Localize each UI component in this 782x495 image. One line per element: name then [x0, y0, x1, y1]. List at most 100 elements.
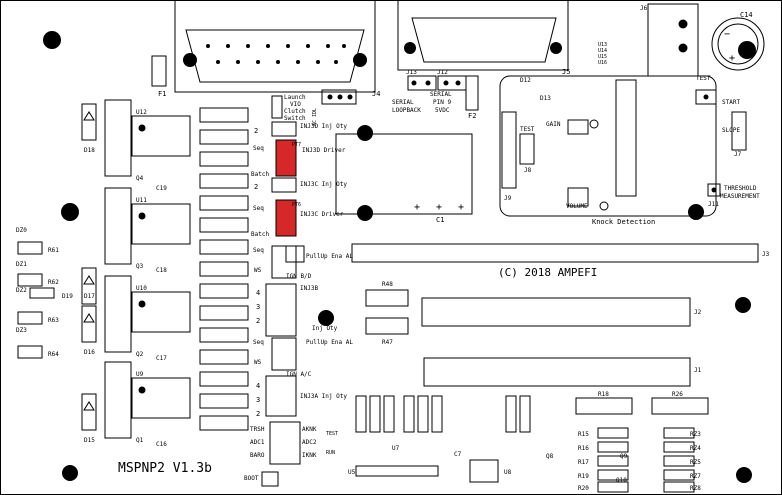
inj3d-label: INJ3D Inj Oty	[300, 123, 347, 130]
svg-text:D19: D19	[62, 293, 73, 300]
j12-label: J12	[437, 69, 448, 76]
svg-text:ADC2: ADC2	[302, 439, 317, 446]
svg-text:TEST: TEST	[520, 126, 535, 133]
svg-text:J9: J9	[504, 195, 512, 202]
svg-text:BARO: BARO	[250, 452, 265, 459]
board-name: MSPNP2 V1.3b	[118, 461, 212, 476]
svg-text:U12: U12	[136, 109, 147, 116]
inj3c-label: INJ3C Inj Oty	[300, 181, 347, 188]
svg-text:TEST: TEST	[696, 75, 711, 82]
svg-text:Seq: Seq	[253, 145, 264, 152]
svg-text:R19: R19	[578, 473, 589, 480]
svg-text:TEST: TEST	[326, 431, 338, 437]
svg-text:R62: R62	[48, 279, 59, 286]
svg-text:WS: WS	[254, 267, 262, 274]
serial-loopback-label: SERIAL	[392, 99, 414, 106]
svg-text:U5: U5	[348, 469, 356, 476]
svg-text:2: 2	[254, 127, 258, 135]
svg-text:PIN 9: PIN 9	[433, 99, 451, 106]
svg-text:TRSH: TRSH	[250, 426, 265, 433]
svg-text:SLOPE: SLOPE	[722, 127, 740, 134]
svg-text:R61: R61	[48, 247, 59, 254]
svg-text:R26: R26	[672, 391, 683, 398]
serial-pin9-label: SERIAL	[430, 91, 452, 98]
svg-text:START: START	[722, 99, 740, 106]
svg-text:RZ7: RZ7	[690, 473, 701, 480]
svg-text:LOOPBACK: LOOPBACK	[392, 107, 421, 114]
svg-text:U14: U14	[598, 48, 607, 54]
svg-text:DZ3: DZ3	[16, 327, 27, 334]
svg-text:RZ8: RZ8	[690, 485, 701, 492]
resistor-column	[199, 107, 249, 431]
db-connector-j4: J4	[174, 0, 380, 98]
svg-text:DZ1: DZ1	[16, 261, 27, 268]
mounting-holes	[43, 31, 756, 483]
svg-text:DZ0: DZ0	[16, 227, 27, 234]
svg-text:Q3: Q3	[136, 263, 144, 270]
j4-label: J4	[372, 90, 380, 98]
svg-text:IGN B/D: IGN B/D	[286, 273, 312, 280]
svg-text:PullUp Ena AL: PullUp Ena AL	[306, 339, 353, 346]
svg-text:IKNK: IKNK	[302, 452, 317, 459]
svg-text:J11: J11	[708, 201, 719, 208]
svg-text:VOLUME: VOLUME	[566, 203, 588, 210]
left-diodes	[81, 103, 97, 431]
svg-text:J7: J7	[734, 151, 742, 158]
svg-text:INJ3C Driver: INJ3C Driver	[300, 211, 344, 218]
svg-text:U7: U7	[392, 445, 400, 452]
jumper-headers	[261, 121, 305, 487]
svg-text:BOOT: BOOT	[244, 475, 259, 482]
svg-text:4: 4	[256, 382, 260, 390]
svg-text:DZ2: DZ2	[16, 287, 27, 294]
svg-text:D16: D16	[84, 349, 95, 356]
svg-text:R17: R17	[578, 459, 589, 466]
svg-text:J3: J3	[762, 251, 770, 258]
svg-text:Q10: Q10	[616, 477, 627, 484]
svg-text:C7: C7	[454, 451, 462, 458]
svg-text:Seq: Seq	[253, 205, 264, 212]
svg-text:J8: J8	[524, 167, 532, 174]
svg-text:ADC1: ADC1	[250, 439, 265, 446]
f2-label: F2	[468, 112, 476, 120]
svg-text:RUN: RUN	[326, 450, 335, 456]
svg-text:Clutch: Clutch	[284, 108, 306, 115]
svg-text:WS: WS	[254, 359, 262, 366]
svg-text:D17: D17	[84, 293, 95, 300]
svg-text:+: +	[436, 202, 442, 213]
svg-text:AC IDL: AC IDL	[312, 108, 318, 126]
svg-text:PullUp Ena AL: PullUp Ena AL	[306, 253, 353, 260]
c14-label: C14	[740, 11, 753, 19]
svg-text:5VDC: 5VDC	[435, 107, 450, 114]
svg-text:THRESHOLD: THRESHOLD	[724, 185, 757, 192]
svg-text:Q2: Q2	[136, 351, 144, 358]
launch-label: Launch	[284, 94, 306, 101]
svg-text:U9: U9	[136, 371, 144, 378]
svg-text:RZ4: RZ4	[690, 445, 701, 452]
svg-text:U11: U11	[136, 197, 147, 204]
svg-text:VIO: VIO	[290, 101, 301, 108]
svg-text:2: 2	[256, 410, 260, 418]
db-connector-j5: J5	[397, 0, 570, 76]
j3-pins	[358, 248, 754, 251]
svg-text:Batch: Batch	[251, 231, 269, 238]
svg-text:U10: U10	[136, 285, 147, 292]
svg-text:R47: R47	[382, 339, 393, 346]
driver-blocks	[104, 99, 191, 439]
svg-text:4: 4	[256, 289, 260, 297]
svg-text:Inj Oty: Inj Oty	[312, 325, 338, 332]
svg-text:3: 3	[256, 396, 260, 404]
svg-text:R20: R20	[578, 485, 589, 492]
svg-text:−: −	[724, 29, 730, 40]
copyright: (C) 2018 AMPEFI	[498, 266, 597, 279]
svg-text:D15: D15	[84, 437, 95, 444]
svg-text:+: +	[729, 53, 735, 64]
svg-text:R16: R16	[578, 445, 589, 452]
svg-text:Seq: Seq	[253, 247, 264, 254]
knock-section-label: Knock Detection	[592, 218, 655, 226]
svg-text:GAIN: GAIN	[546, 121, 561, 128]
svg-text:J1: J1	[694, 367, 702, 374]
svg-text:INJ3B: INJ3B	[300, 285, 318, 292]
svg-text:Q1: Q1	[136, 437, 144, 444]
